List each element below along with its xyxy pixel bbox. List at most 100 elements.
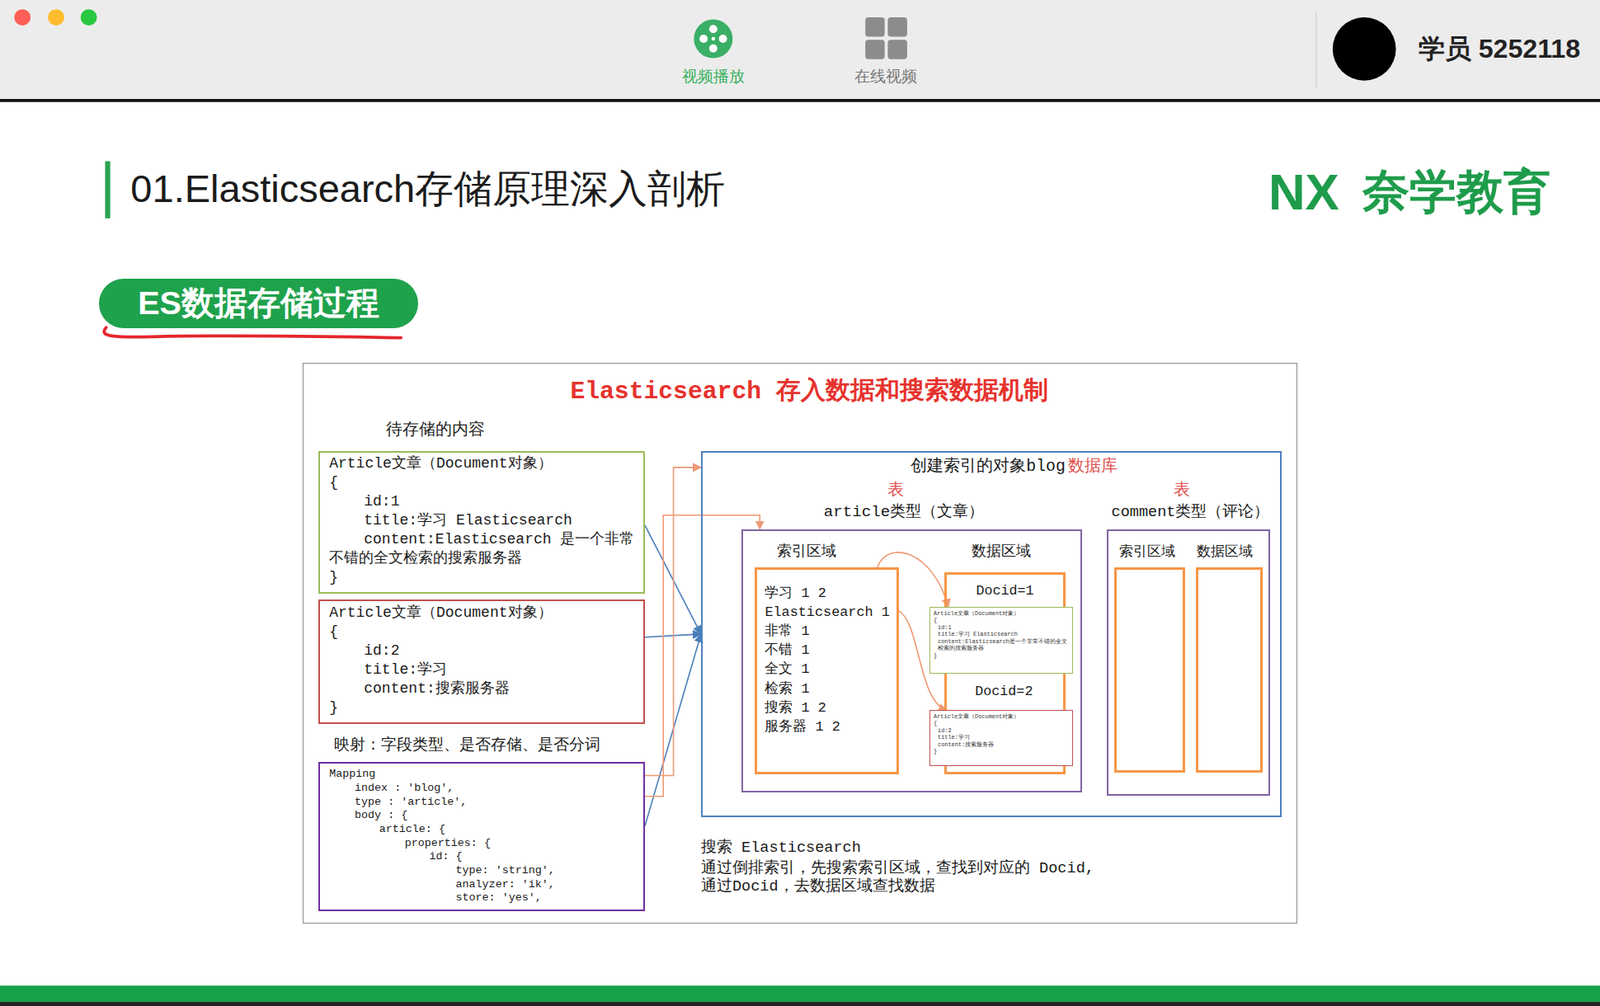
code-line: analyzer: 'ik', — [456, 878, 640, 893]
type-heading: article类型（文章） — [823, 503, 984, 522]
stored-document: Article文章（Document对象）{id:2title:学习conten… — [929, 710, 1073, 767]
code-line: type: 'string', — [456, 864, 640, 879]
docid-label: Docid=2 — [974, 683, 1033, 700]
document-line: title:学习 Elasticsearch — [937, 630, 1070, 639]
document-line: title:学习 — [937, 734, 1070, 742]
mapping-box: Mappingindex : 'blog',type : 'article',b… — [318, 762, 645, 912]
data-region: 数据区域Article文章（Document对象）{id:1title:学习 E… — [944, 572, 1066, 775]
connector — [644, 467, 702, 777]
reel-hole — [699, 34, 708, 43]
search-note: 通过倒排索引，先搜索索引区域，查找到对应的 Docid, — [701, 860, 1095, 879]
mapping-heading: 映射：字段类型、是否存储、是否分词 — [334, 736, 601, 755]
document-line: content:Elasticsearch 是一个非常不错的全文检索的搜索服务器 — [329, 530, 640, 569]
index-region: 学习 1 2Elasticsearch 1非常 1不错 1全文 1检索 1搜索 … — [754, 567, 900, 775]
code-line: index : 'blog', — [354, 781, 640, 796]
region-heading: 数据区域 — [971, 543, 1031, 561]
underline-squiggle — [103, 327, 401, 338]
posting-line: 非常 1 — [764, 621, 897, 641]
section-pill: ES数据存储过程 — [98, 278, 419, 330]
grid-icon-cell — [887, 39, 908, 60]
code-line: body : { — [354, 809, 640, 824]
tab-label: 视频播放 — [682, 67, 745, 85]
type-box: article类型（文章）学习 1 2Elasticsearch 1非常 1不错… — [741, 529, 1083, 793]
document-line: content:搜索服务器 — [329, 679, 640, 699]
title-bar-rule — [0, 98, 1600, 103]
region-heading: 索引区域 — [776, 543, 837, 561]
document-box: Article文章（Document对象）{id:2title:学习conten… — [318, 599, 645, 725]
code-line: type : 'article', — [354, 795, 640, 810]
reel-hub — [711, 37, 716, 41]
document-line: { — [933, 616, 1070, 625]
document-line: } — [329, 568, 640, 588]
close-light — [14, 9, 31, 26]
slide-title: 01.Elasticsearch存储原理深入剖析 — [130, 166, 725, 212]
region-heading: 索引区域 — [1119, 544, 1176, 561]
text-column: Mappingindex : 'blog',type : 'article',b… — [320, 763, 644, 908]
logo-text: 奈学教育 — [1362, 164, 1551, 219]
footer-edge — [0, 1002, 1600, 1006]
reel-hole — [709, 44, 718, 53]
code-line: id: { — [428, 850, 640, 865]
document-line: } — [329, 698, 640, 718]
code-line: Mapping — [329, 767, 640, 782]
posting-line: 检索 1 — [764, 679, 897, 699]
connector — [877, 552, 949, 608]
posting-line: 服务器 1 2 — [764, 717, 897, 737]
document-line: title:学习 — [329, 660, 640, 680]
document-box: Article文章（Document对象）{id:1title:学习 Elast… — [318, 451, 645, 594]
index-container: 创建索引的对象blogarticle类型（文章）学习 1 2Elasticsea… — [701, 451, 1282, 818]
user-label: 学员 5252118 — [1418, 33, 1581, 65]
docid-label: Docid=1 — [976, 583, 1035, 599]
window-title-bar — [0, 0, 1600, 99]
diagram-frame: Elasticsearch 存入数据和搜索数据机制 Article文章（Docum… — [302, 362, 1297, 923]
data-region: 数据区域 — [1195, 567, 1262, 773]
annotation: 表 — [1173, 481, 1191, 501]
posting-line: 不错 1 — [764, 640, 897, 660]
container-heading: 创建索引的对象blog — [910, 457, 1065, 477]
posting-line: 学习 1 2 — [764, 583, 897, 603]
document-line: content:Elasticsearch是一个非常不错的全文检索的搜索服务器 — [937, 638, 1070, 653]
type-box: comment类型（评论）索引区域数据区域 — [1106, 529, 1271, 796]
document-line: id:2 — [937, 727, 1070, 735]
text-column: 学习 1 2Elasticsearch 1非常 1不错 1全文 1检索 1搜索 … — [757, 569, 898, 739]
search-note: 通过Docid，去数据区域查找数据 — [701, 878, 936, 897]
code-line: article: { — [379, 823, 640, 838]
posting-line: 全文 1 — [764, 659, 897, 679]
minimize-light — [47, 9, 65, 26]
logo-mark: NX — [1268, 162, 1340, 222]
reel-hole — [709, 24, 718, 33]
diagram-heading: Elasticsearch 存入数据和搜索数据机制 — [569, 377, 1048, 406]
index-region: 索引区域 — [1114, 567, 1185, 773]
document-line: Article文章（Document对象） — [933, 610, 1070, 618]
code-line: properties: { — [404, 837, 640, 852]
grid-icon-cell — [865, 39, 885, 60]
text-column: Article文章（Document对象）{id:1title:学习 Elast… — [320, 452, 644, 590]
film-reel-icon — [693, 19, 733, 59]
pill-label: ES数据存储过程 — [137, 284, 380, 323]
document-line: id:1 — [329, 492, 640, 512]
document-line: } — [933, 652, 1070, 660]
code-line: store: 'yes', — [456, 891, 640, 906]
text-column: Article文章（Document对象）{id:2title:学习conten… — [930, 710, 1072, 757]
document-line: { — [329, 622, 640, 642]
document-line: Article文章（Document对象） — [329, 603, 640, 623]
stored-document: Article文章（Document对象）{id:1title:学习 Elast… — [929, 607, 1073, 673]
avatar — [1332, 17, 1397, 81]
tab-label: 在线视频 — [854, 67, 918, 85]
document-line: Article文章（Document对象） — [933, 713, 1070, 721]
title-accent-bar — [104, 160, 110, 218]
document-line: } — [933, 748, 1070, 756]
text-column: Article文章（Document对象）{id:2title:学习conten… — [320, 601, 644, 720]
document-line: title:学习 Elasticsearch — [329, 511, 640, 531]
section-note: 待存储的内容 — [385, 421, 485, 441]
posting-line: 搜索 1 2 — [764, 698, 897, 718]
grid-icon-cell — [865, 17, 885, 38]
document-line: id:2 — [329, 641, 640, 661]
bar-divider — [1315, 12, 1317, 89]
grid-icon-cell — [887, 17, 908, 38]
search-note: 搜索 Elasticsearch — [701, 839, 862, 858]
annotation: 表 — [887, 481, 904, 501]
document-line: { — [933, 720, 1070, 728]
reel-hole — [719, 34, 728, 43]
